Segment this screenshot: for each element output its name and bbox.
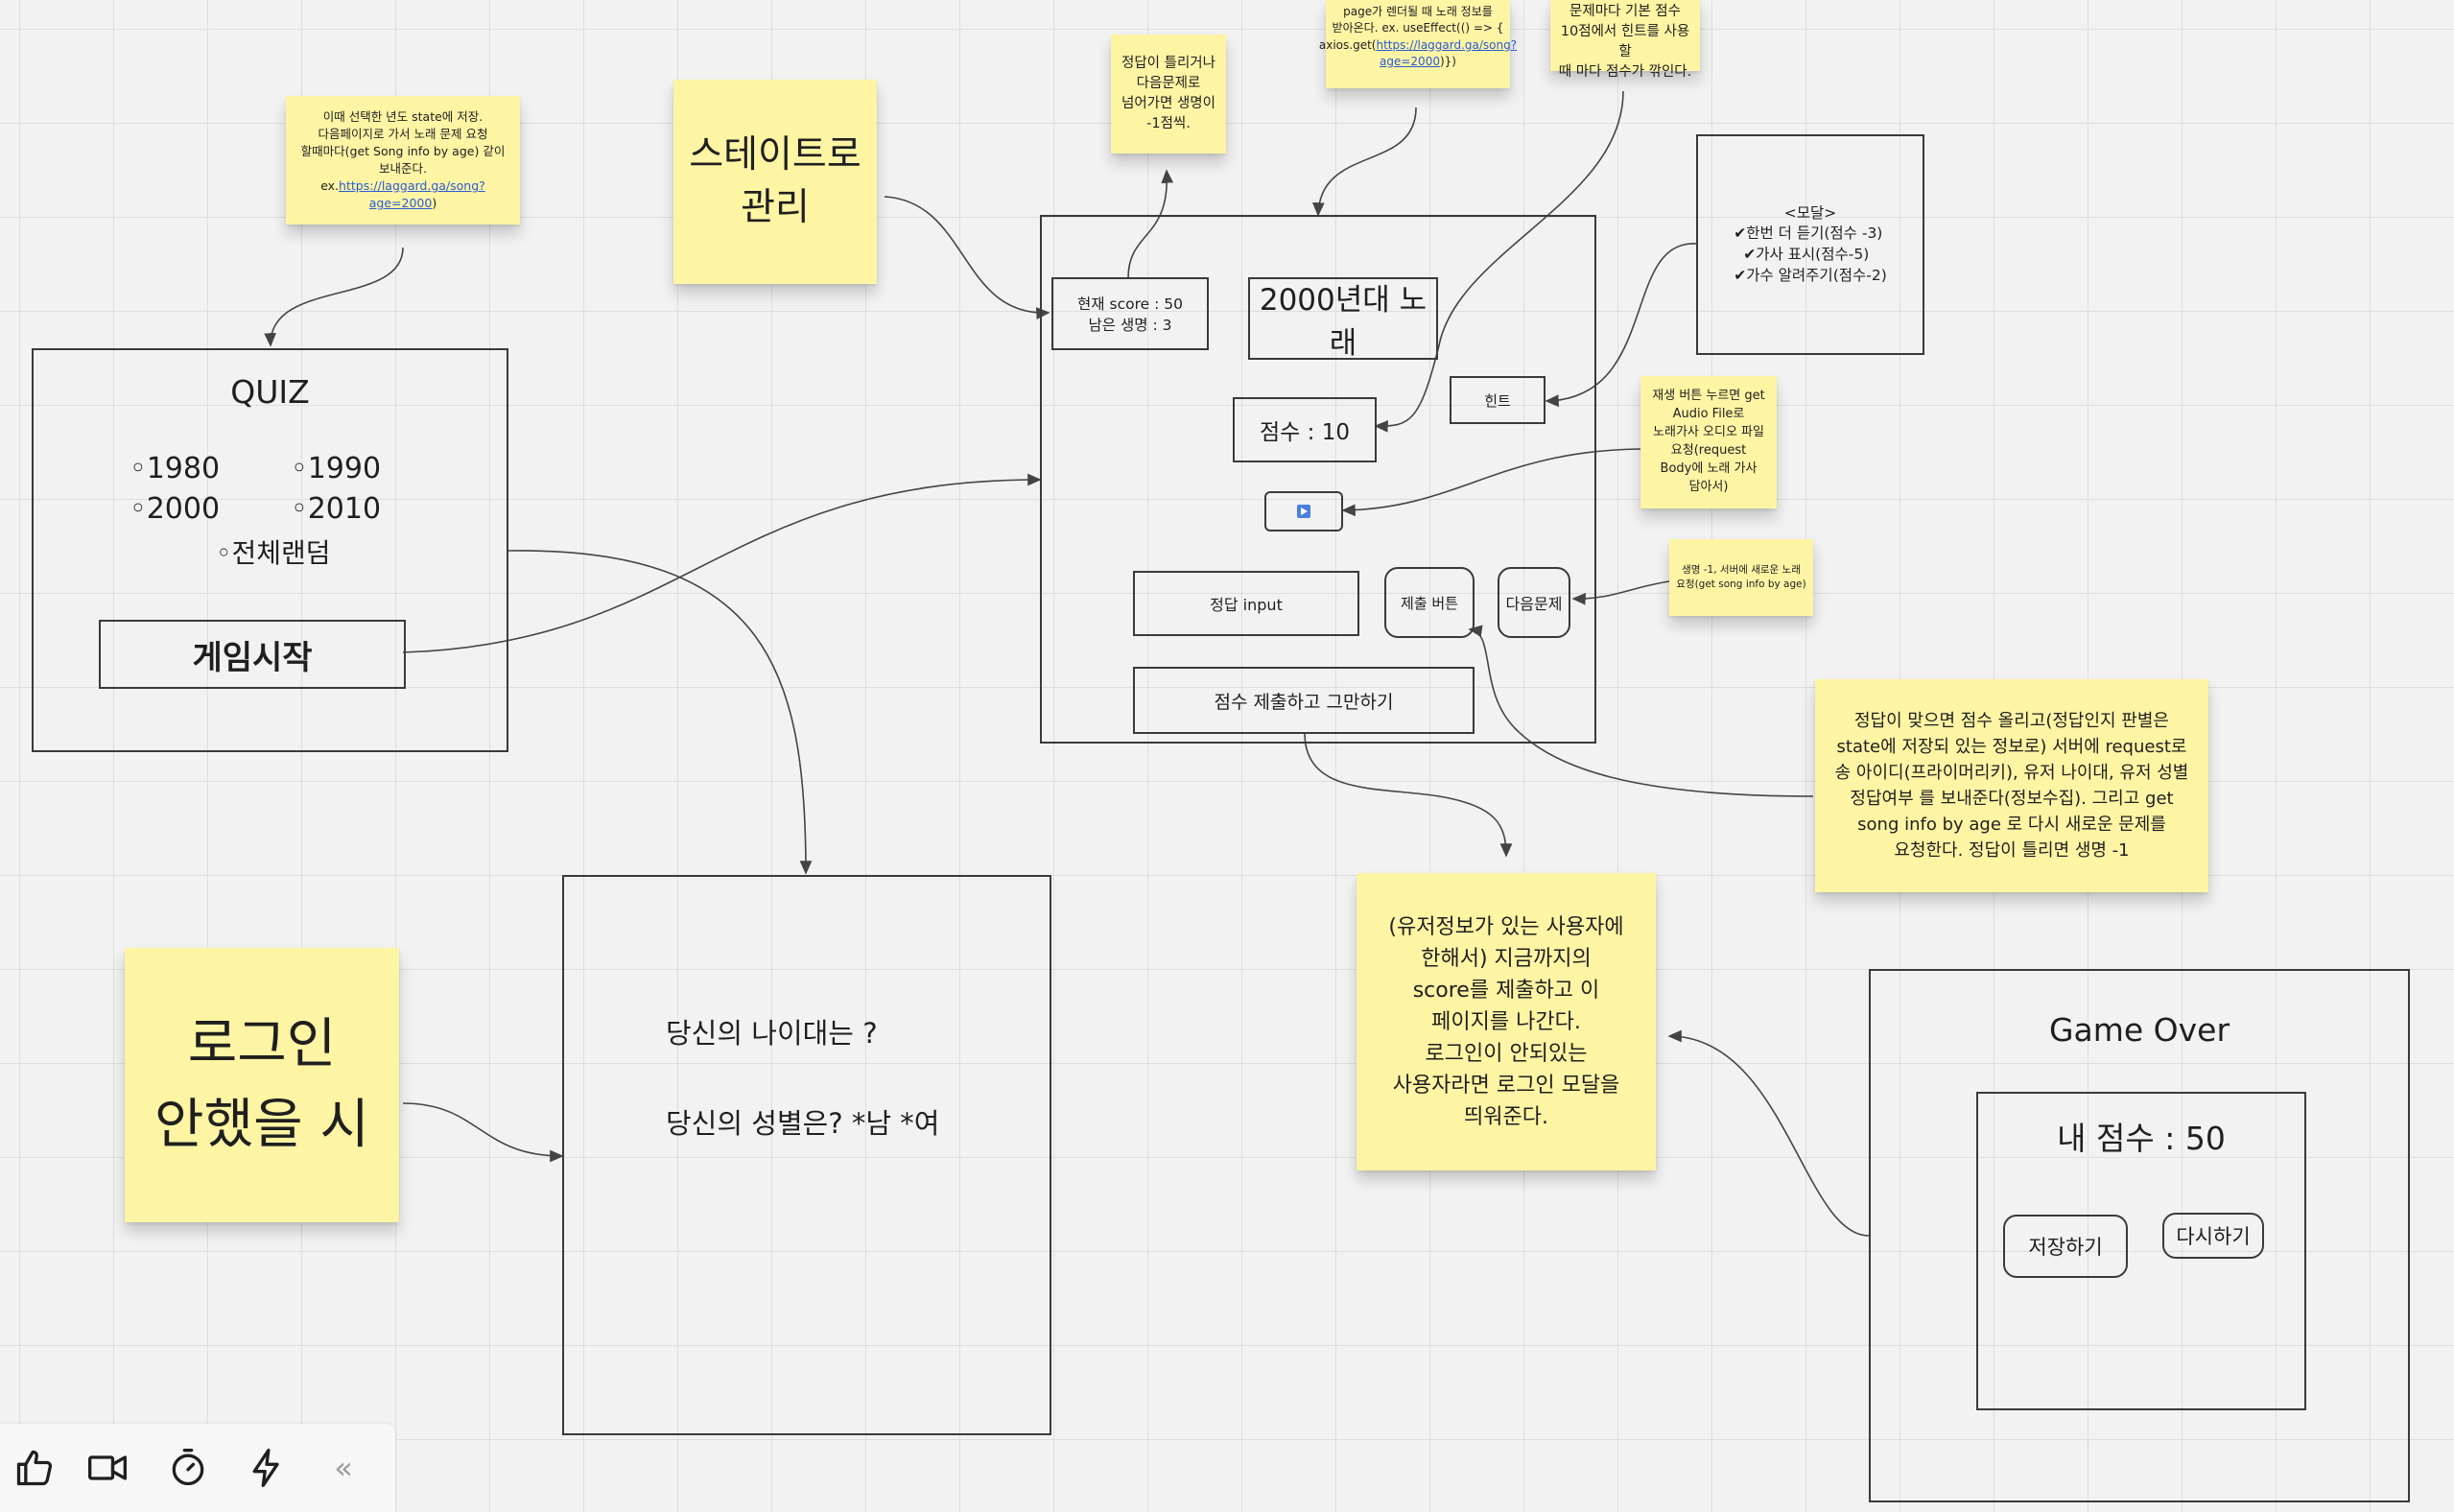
base-score-note-text: 문제마다 기본 점수 10점에서 힌트를 사용할 때 마다 점수가 깎인다. (1558, 4, 1692, 81)
next-question-rule-note: 생명 -1, 서버에 새로운 노래 요청(get song info by ag… (1669, 539, 1813, 616)
answer-input[interactable]: 정답 input (1133, 571, 1359, 636)
video-icon[interactable] (86, 1447, 129, 1489)
user-profile-frame: 당신의 나이대는 ? 당신의 성별은? *남 *여 (562, 875, 1051, 1435)
hint-option-singer[interactable]: ✔가수 알려주기(점수-2) (1734, 266, 1887, 284)
connector-gameover-to-submitrule (1667, 1029, 1870, 1237)
current-score-display: 점수 : 10 (1233, 397, 1377, 462)
connector-quit-to-submitrule (1304, 732, 1513, 858)
connector-quiz-to-profile (507, 550, 813, 875)
year-option-1980[interactable]: ◦1980 (130, 452, 221, 485)
hint-modal-frame: <모달> ✔한번 더 듣기(점수 -3) ✔가사 표시(점수-5) ✔가수 알려… (1696, 134, 1924, 355)
not-logged-in-note: 로그인 안했을 시 (125, 948, 399, 1222)
hint-modal-content: <모달> ✔한번 더 듣기(점수 -3) ✔가사 표시(점수-5) ✔가수 알려… (1734, 203, 1887, 287)
game-over-frame: Game Over 내 점수 : 50 저장하기 다시하기 (1869, 969, 2410, 1502)
correct-answer-rule-note-text: 정답이 맞으면 점수 올리고(정답인지 판별은 state에 저장되 있는 정보… (1834, 711, 2189, 861)
timer-icon[interactable] (167, 1447, 209, 1489)
life-rule-note: 정답이 틀리거나 다음문제로 넘어가면 생명이 -1점씩. (1111, 35, 1226, 154)
state-management-note-text: 스테이트로 관리 (689, 132, 861, 229)
correct-answer-rule-note: 정답이 맞으면 점수 올리고(정답인지 판별은 state에 저장되 있는 정보… (1815, 679, 2208, 892)
year-state-note-link[interactable]: https://laggard.ga/song?age=2000 (339, 178, 485, 211)
state-management-note: 스테이트로 관리 (673, 80, 877, 284)
submit-score-rule-note: (유저정보가 있는 사용자에 한해서) 지금까지의 score를 제출하고 이 … (1357, 873, 1656, 1170)
game-over-score-box: 내 점수 : 50 저장하기 다시하기 (1976, 1092, 2306, 1410)
save-score-button[interactable]: 저장하기 (2003, 1215, 2128, 1278)
score-lives-status: 현재 score : 50 남은 생명 : 3 (1051, 277, 1209, 350)
fetch-song-note-suffix: )}) (1439, 55, 1456, 69)
lightning-icon[interactable] (246, 1447, 288, 1489)
audio-request-note-text: 재생 버튼 누르면 get Audio File로 노래가사 오디오 파일 요청… (1652, 389, 1765, 494)
score-lives-status-text: 현재 score : 50 남은 생명 : 3 (1077, 295, 1183, 334)
submit-score-quit-button[interactable]: 점수 제출하고 그만하기 (1133, 667, 1475, 734)
life-rule-note-text: 정답이 틀리거나 다음문제로 넘어가면 생명이 -1점씩. (1121, 55, 1215, 132)
submit-answer-button[interactable]: 제출 버튼 (1384, 567, 1475, 638)
hint-option-replay[interactable]: ✔한번 더 듣기(점수 -3) (1734, 224, 1883, 243)
song-era-title: 2000년대 노래 (1248, 277, 1438, 361)
final-score: 내 점수 : 50 (2057, 1120, 2226, 1157)
hint-button[interactable]: 힌트 (1450, 376, 1546, 424)
connector-state-to-status (884, 196, 1050, 319)
game-frame: 현재 score : 50 남은 생명 : 3 2000년대 노래 점수 : 1… (1040, 215, 1596, 744)
submit-score-rule-note-text: (유저정보가 있는 사용자에 한해서) 지금까지의 score를 제출하고 이 … (1388, 914, 1624, 1129)
age-question[interactable]: 당신의 나이대는 ? (666, 1017, 878, 1050)
fetch-song-note-link[interactable]: https://laggard.ga/song?age=2000 (1376, 37, 1518, 69)
next-question-rule-note-text: 생명 -1, 서버에 새로운 노래 요청(get song info by ag… (1676, 563, 1806, 590)
gender-question[interactable]: 당신의 성별은? *남 *여 (666, 1107, 940, 1140)
year-option-2010[interactable]: ◦2010 (291, 492, 382, 526)
fetch-song-note-text: page가 렌더될 때 노래 정보를 받아온다. ex. useEffect((… (1318, 5, 1504, 52)
year-option-1990[interactable]: ◦1990 (291, 452, 382, 485)
collapse-icon[interactable]: « (334, 1450, 353, 1486)
retry-button[interactable]: 다시하기 (2162, 1213, 2264, 1259)
year-option-random[interactable]: ◦전체랜덤 (216, 537, 331, 569)
quiz-frame: QUIZ ◦1980 ◦1990 ◦2000 ◦2010 ◦전체랜덤 게임시작 (32, 348, 508, 752)
year-option-2000[interactable]: ◦2000 (130, 492, 221, 526)
start-game-button[interactable]: 게임시작 (99, 620, 406, 689)
game-over-title: Game Over (2048, 1011, 2230, 1049)
year-state-note: 이때 선택한 년도 state에 저장. 다음페이지로 가서 노래 문제 요청 … (286, 96, 520, 224)
connector-login-to-profile (402, 1102, 564, 1163)
next-question-button[interactable]: 다음문제 (1498, 567, 1570, 638)
connector-fetch-to-frame (1311, 106, 1417, 217)
audio-request-note: 재생 버튼 누르면 get Audio File로 노래가사 오디오 파일 요청… (1640, 376, 1777, 508)
bottom-toolbar: « (0, 1424, 395, 1512)
connector-yearnote-to-quiz (264, 247, 404, 347)
thumbs-up-icon[interactable] (13, 1447, 56, 1489)
hint-modal-title: <모달> (1783, 203, 1837, 222)
year-state-note-suffix: ) (432, 196, 437, 211)
hint-option-lyrics[interactable]: ✔가사 표시(점수-5) (1743, 246, 1870, 263)
fetch-song-note: page가 렌더될 때 노래 정보를 받아온다. ex. useEffect((… (1319, 0, 1517, 88)
base-score-note: 문제마다 기본 점수 10점에서 힌트를 사용할 때 마다 점수가 깎인다. (1550, 0, 1700, 80)
play-icon (1297, 505, 1310, 518)
year-state-note-text: 이때 선택한 년도 state에 저장. 다음페이지로 가서 노래 문제 요청 … (300, 108, 506, 194)
play-button[interactable] (1264, 491, 1343, 532)
not-logged-in-note-text: 로그인 안했을 시 (154, 1013, 369, 1156)
quiz-title: QUIZ (230, 373, 310, 411)
